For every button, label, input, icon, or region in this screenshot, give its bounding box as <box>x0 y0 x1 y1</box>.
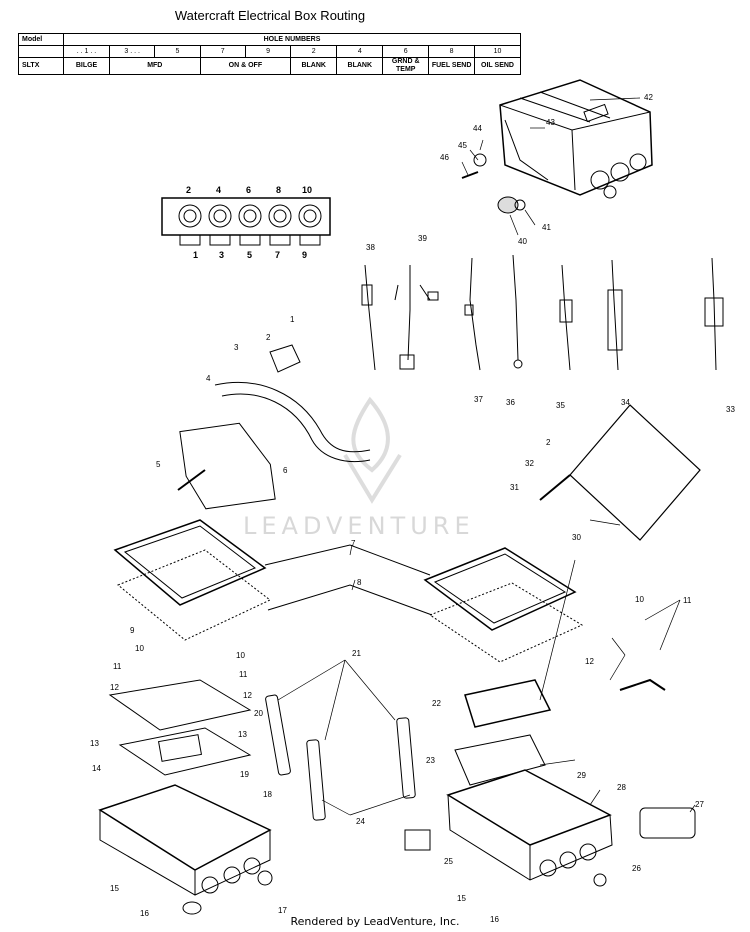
plate-number: 9 <box>302 250 307 260</box>
callout-34: 34 <box>621 398 630 407</box>
callout-15: 15 <box>110 884 119 893</box>
callout-17: 17 <box>278 906 287 915</box>
callout-2: 2 <box>266 333 271 342</box>
callout-45: 45 <box>458 141 467 150</box>
route-cell: BILGE <box>63 57 110 75</box>
callout-7: 7 <box>351 539 356 548</box>
grommet-parts <box>461 153 526 214</box>
callout-2b: 2 <box>546 438 551 447</box>
callout-42: 42 <box>644 93 653 102</box>
lower-box-right <box>404 678 696 887</box>
callout-23: 23 <box>426 756 435 765</box>
callout-33: 33 <box>726 405 735 414</box>
callout-8: 8 <box>357 578 362 587</box>
callout-31: 31 <box>510 483 519 492</box>
switch-bracket-assembly <box>177 344 371 510</box>
plate-number: 2 <box>186 185 191 195</box>
callout-28: 28 <box>617 783 626 792</box>
callout-14: 14 <box>92 764 101 773</box>
callout-11b: 11 <box>239 670 248 679</box>
callout-25: 25 <box>444 857 453 866</box>
gaskets <box>113 519 584 663</box>
plate-top-numbers: 2 4 6 8 10 1 3 5 7 9 <box>186 185 312 260</box>
plate-number: 6 <box>246 185 251 195</box>
callout-13b: 13 <box>238 730 247 739</box>
callout-11: 11 <box>113 662 122 671</box>
callout-16b: 16 <box>490 915 499 924</box>
callout-29: 29 <box>577 771 586 780</box>
callout-35: 35 <box>556 401 565 410</box>
model-cell: SLTX <box>17 57 65 75</box>
callout-30: 30 <box>572 533 581 542</box>
callout-18: 18 <box>263 790 272 799</box>
callout-19: 19 <box>240 770 249 779</box>
callout-11c: 11 <box>683 596 692 605</box>
callout-21: 21 <box>352 649 361 658</box>
callout-labels: 1 2 2 3 4 5 6 7 8 9 10 10 10 11 11 11 12… <box>90 93 735 924</box>
callout-3: 3 <box>234 343 239 352</box>
callout-15b: 15 <box>457 894 466 903</box>
callout-22: 22 <box>432 699 441 708</box>
callout-12b: 12 <box>243 691 252 700</box>
callout-24: 24 <box>356 817 365 826</box>
callout-43: 43 <box>546 118 555 127</box>
plate-number: 7 <box>275 250 280 260</box>
hole-plate <box>161 197 331 246</box>
callout-26: 26 <box>632 864 641 873</box>
callout-12c: 12 <box>585 657 594 666</box>
cover-plate <box>539 404 701 541</box>
callout-38: 38 <box>366 243 375 252</box>
callout-4: 4 <box>206 374 211 383</box>
callout-10c: 10 <box>635 595 644 604</box>
route-cell: MFD <box>108 57 201 75</box>
callout-37: 37 <box>474 395 483 404</box>
plate-number: 1 <box>193 250 198 260</box>
callout-12: 12 <box>110 683 119 692</box>
callout-5: 5 <box>156 460 161 469</box>
callout-40: 40 <box>518 237 527 246</box>
wire-harnesses <box>361 254 724 371</box>
callout-10b: 10 <box>236 651 245 660</box>
route-cell: GRND & TEMP <box>382 57 430 75</box>
route-cell: OIL SEND <box>474 57 521 75</box>
callout-16: 16 <box>140 909 149 918</box>
route-cell: ON & OFF <box>199 57 292 75</box>
route-cell: BLANK <box>336 57 384 75</box>
straps <box>265 694 416 821</box>
callout-9: 9 <box>130 626 135 635</box>
callout-10: 10 <box>135 644 144 653</box>
callout-39: 39 <box>418 234 427 243</box>
diagram-title: Watercraft Electrical Box Routing <box>174 8 366 23</box>
plate-number: 10 <box>302 185 312 195</box>
plate-number: 3 <box>219 250 224 260</box>
footer-credit: Rendered by LeadVenture, Inc. <box>290 915 460 928</box>
plate-number: 5 <box>247 250 252 260</box>
callout-20: 20 <box>254 709 263 718</box>
callout-46: 46 <box>440 153 449 162</box>
leader-lines <box>277 97 696 816</box>
callout-13: 13 <box>90 739 99 748</box>
lower-box-left <box>98 784 273 915</box>
hole-routing-table: Model HOLE NUMBERS . . 1 . . 3 . . . 5 7… <box>17 33 521 75</box>
callout-1: 1 <box>290 315 295 324</box>
route-cell: BLANK <box>290 57 338 75</box>
callout-6: 6 <box>283 466 288 475</box>
callout-32: 32 <box>525 459 534 468</box>
circuit-board <box>108 679 252 776</box>
electrical-box-assembly <box>499 79 653 199</box>
callout-27: 27 <box>695 800 704 809</box>
plate-number: 4 <box>216 185 221 195</box>
callout-44: 44 <box>473 124 482 133</box>
callout-41: 41 <box>542 223 551 232</box>
watermark-text: LEADVENTURE <box>243 512 475 540</box>
watermark-logo <box>343 396 402 504</box>
callout-36: 36 <box>506 398 515 407</box>
plate-number: 8 <box>276 185 281 195</box>
